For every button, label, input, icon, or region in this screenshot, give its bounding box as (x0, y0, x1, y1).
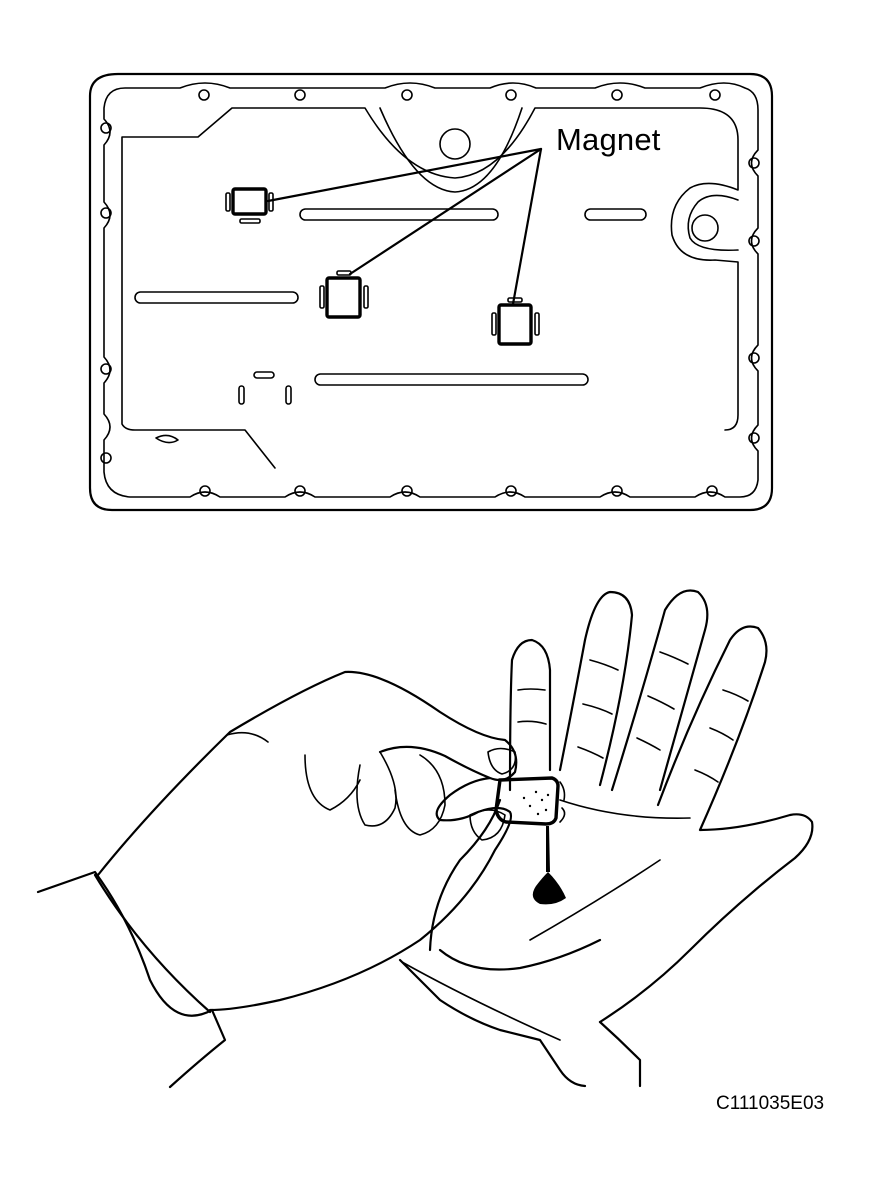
magnet-1 (225, 187, 274, 224)
palm-line (559, 799, 691, 819)
finger-crease (517, 688, 546, 691)
pan-small-boss (155, 434, 179, 444)
bolt-hole (611, 485, 623, 497)
left-sleeve (36, 870, 227, 1089)
magnet-clip (336, 270, 352, 276)
bolt-hole (100, 452, 112, 464)
magnet-body (325, 276, 362, 319)
finger-crease (517, 720, 547, 725)
left-thumbnail (487, 747, 517, 775)
magnet-body (231, 187, 268, 216)
debris-particle (528, 804, 532, 808)
finger-crease (659, 651, 689, 665)
finger-crease (709, 727, 734, 741)
magnet-clip (363, 285, 369, 309)
metal-debris (522, 790, 566, 905)
magnet-callout-label: Magnet (556, 122, 661, 157)
bolt-hole (505, 89, 517, 101)
debris-pile (532, 872, 566, 905)
finger-crease (636, 737, 661, 751)
magnet-2 (319, 270, 369, 319)
magnet-clip (319, 285, 325, 309)
bolt-hole (706, 485, 718, 497)
leader-line (266, 147, 543, 203)
magnet-clip (239, 218, 261, 224)
pan-outer-flange (88, 72, 774, 512)
bolt-hole (709, 89, 721, 101)
finger-crease (647, 695, 675, 710)
pan-inner-cavity (121, 107, 739, 469)
pan-drain-sump-outline (379, 107, 523, 193)
magnet-body (497, 303, 533, 346)
pan-corner-boss-outline (687, 194, 739, 252)
bolt-hole (401, 89, 413, 101)
bolt-hole (505, 485, 517, 497)
debris-particle (522, 796, 526, 800)
figure-id-label: C111035E03 (716, 1093, 825, 1114)
bolt-hole (198, 89, 210, 101)
finger-crease (589, 659, 619, 671)
bolt-hole (748, 432, 760, 444)
debris-trail (546, 826, 550, 872)
left-cuff (93, 873, 212, 1014)
bolt-hole (294, 89, 306, 101)
left-wrist-line (226, 731, 269, 743)
bolt-hole (611, 89, 623, 101)
bolt-hole (401, 485, 413, 497)
finger-creases (517, 651, 749, 941)
magnet-clip (491, 312, 497, 336)
magnet-held (494, 776, 560, 826)
debris-fuzz (559, 781, 566, 823)
debris-particle (546, 793, 550, 797)
hands-illustration (36, 589, 814, 1089)
palm-line (529, 859, 661, 941)
bolt-hole (748, 352, 760, 364)
left-fingernail (469, 809, 506, 841)
magnet-clip (534, 312, 540, 336)
debris-particle (544, 808, 548, 812)
debris-particle (536, 812, 540, 816)
pan-rib (134, 291, 299, 304)
pan-rib (253, 371, 275, 379)
bolt-hole (748, 157, 760, 169)
pan-ribs (134, 208, 647, 405)
magnet-leader-lines (266, 147, 543, 306)
oil-pan (88, 72, 774, 512)
left-finger-1 (356, 751, 397, 827)
debris-particle (534, 790, 538, 794)
magnet-3 (491, 297, 540, 346)
debris-particle (540, 798, 544, 802)
pan-rib (285, 385, 292, 405)
pan-inner-flange (103, 82, 759, 498)
right-hand (428, 589, 814, 1024)
leader-line (348, 147, 543, 276)
bolt-hole (100, 207, 112, 219)
pan-rib (299, 208, 499, 221)
pan-rib (314, 373, 589, 386)
magnet-clip (268, 192, 274, 212)
magnet-clip (225, 192, 231, 212)
right-cuff (401, 961, 561, 1041)
pan-rib (238, 385, 245, 405)
left-finger-2 (394, 754, 446, 836)
bolt-holes (100, 89, 760, 497)
magnet-with-debris (494, 776, 566, 905)
pan-drain-plug (439, 128, 471, 160)
pan-rib (584, 208, 647, 221)
finger-crease (582, 703, 613, 715)
bolt-hole (100, 363, 112, 375)
finger-crease (694, 769, 719, 783)
bolt-hole (100, 122, 112, 134)
bolt-hole (199, 485, 211, 497)
bolt-hole (748, 235, 760, 247)
left-thumb-crease (304, 754, 361, 811)
right-sleeve (398, 958, 642, 1088)
bolt-hole (294, 485, 306, 497)
finger-crease (722, 689, 749, 702)
leader-line (511, 147, 543, 306)
finger-crease (577, 746, 604, 759)
pan-boss-hole (691, 214, 719, 242)
